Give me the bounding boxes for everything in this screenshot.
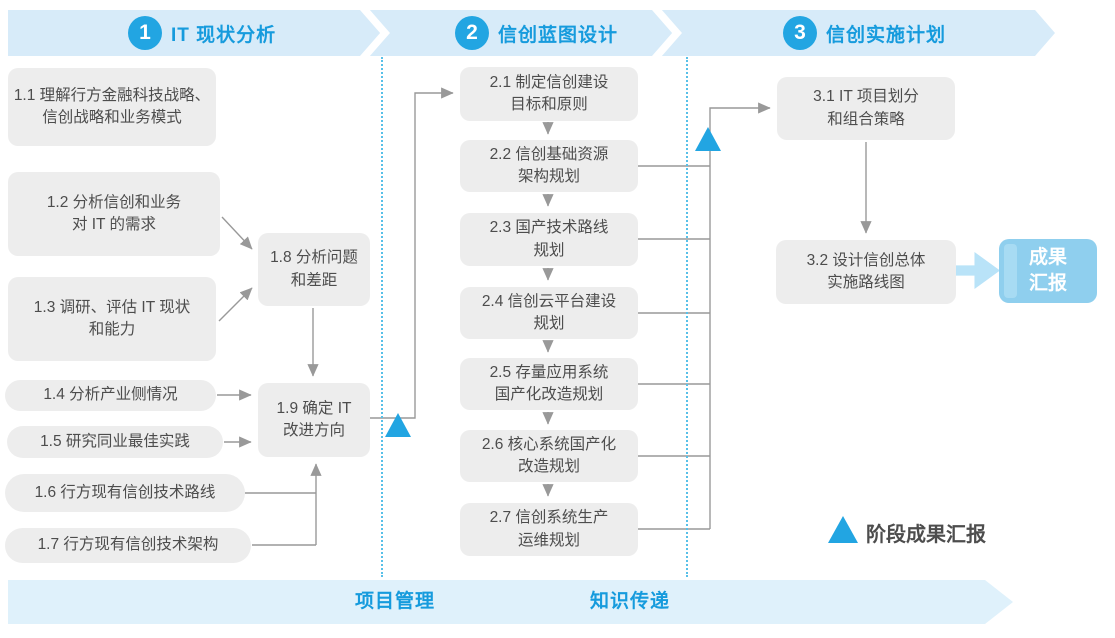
task-box-2-3: 2.3 国产技术路线 规划	[460, 213, 638, 266]
task-box-2-4: 2.4 信创云平台建设 规划	[460, 287, 638, 339]
result-box: 成果 汇报	[999, 239, 1097, 303]
connector-1-2-to-1-8	[221, 216, 253, 250]
milestone-triangle-icon	[385, 413, 411, 437]
task-box-3-2: 3.2 设计信创总体 实施路线图	[776, 240, 956, 304]
connector-phase2-stubs	[638, 165, 710, 530]
task-box-1-9: 1.9 确定 IT 改进方向	[258, 383, 370, 457]
task-box-1-5: 1.5 研究同业最佳实践	[7, 426, 223, 458]
phase-1-title: IT 现状分析	[171, 24, 277, 46]
result-arrow-icon	[956, 252, 1000, 289]
phase-1-header: 1 IT 现状分析	[128, 16, 276, 50]
task-box-2-6: 2.6 核心系统国产化 改造规划	[460, 430, 638, 482]
header-band: 1 IT 现状分析 2 信创蓝图设计 3 信创实施计划	[8, 10, 1055, 56]
task-box-2-2: 2.2 信创基础资源 架构规划	[460, 140, 638, 192]
task-box-1-1: 1.1 理解行方金融科技战略、 信创战略和业务模式	[8, 68, 216, 146]
task-box-2-1: 2.1 制定信创建设 目标和原则	[460, 67, 638, 121]
phase-2-header: 2 信创蓝图设计	[455, 16, 618, 50]
phase-divider-dotted	[686, 57, 688, 577]
connector-1-3-to-1-8	[218, 287, 253, 322]
phase-3-title: 信创实施计划	[826, 24, 947, 46]
task-box-3-1: 3.1 IT 项目划分 和组合策略	[777, 77, 955, 140]
chevron-separator-icon	[652, 10, 682, 56]
phase-2-title: 信创蓝图设计	[498, 24, 619, 46]
footer-item-project-management: 项目管理	[355, 591, 436, 612]
legend-label: 阶段成果汇报	[866, 524, 986, 546]
task-box-1-8: 1.8 分析问题 和差距	[258, 233, 370, 306]
phase-1-number-badge: 1	[128, 16, 162, 50]
phase-2-number-badge: 2	[455, 16, 489, 50]
task-box-1-3: 1.3 调研、评估 IT 现状 和能力	[8, 277, 216, 361]
phase-divider-dotted	[381, 57, 383, 577]
connector-1-6-1-7-stubs	[245, 492, 316, 546]
task-box-1-6: 1.6 行方现有信创技术路线	[5, 474, 245, 512]
task-box-1-4: 1.4 分析产业侧情况	[5, 380, 216, 411]
phase-3-header: 3 信创实施计划	[783, 16, 946, 50]
milestone-triangle-icon	[695, 127, 721, 151]
result-box-label: 成果 汇报	[1028, 247, 1067, 294]
connector-collector-to-3-1	[709, 102, 771, 529]
footer-band: 项目管理 知识传递	[8, 580, 1013, 624]
phase-3-number-badge: 3	[783, 16, 817, 50]
task-box-2-5: 2.5 存量应用系统 国产化改造规划	[460, 358, 638, 410]
legend-triangle-icon	[828, 516, 858, 543]
result-box-stripe	[1004, 244, 1017, 298]
chevron-separator-icon	[360, 10, 390, 56]
task-box-1-2: 1.2 分析信创和业务 对 IT 的需求	[8, 172, 220, 256]
footer-item-knowledge-transfer: 知识传递	[590, 591, 671, 612]
task-box-2-7: 2.7 信创系统生产 运维规划	[460, 503, 638, 556]
task-box-1-7: 1.7 行方现有信创技术架构	[5, 528, 251, 563]
